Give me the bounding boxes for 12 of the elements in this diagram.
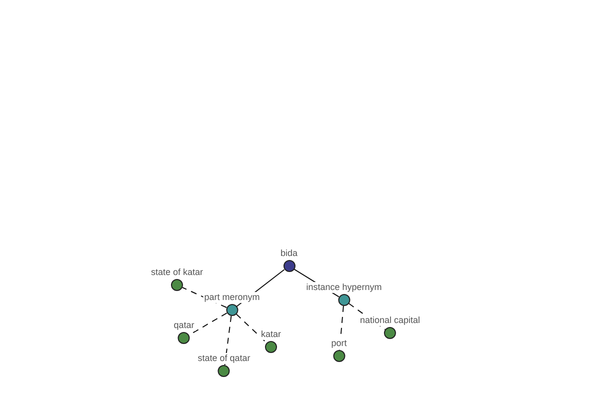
node-label: katar [260,329,282,340]
node-label: state of qatar [196,353,252,364]
node-label: state of katar [150,267,204,278]
node-label: port [330,338,348,349]
node-label: qatar [172,320,196,331]
node-label: national capital [358,315,422,326]
node-label: instance hypernym [305,282,383,293]
node-label: bida [280,248,298,259]
connector-line [236,314,268,344]
connector-line [224,315,232,366]
node-label: part meronym [203,292,261,303]
connector-line [182,286,228,308]
